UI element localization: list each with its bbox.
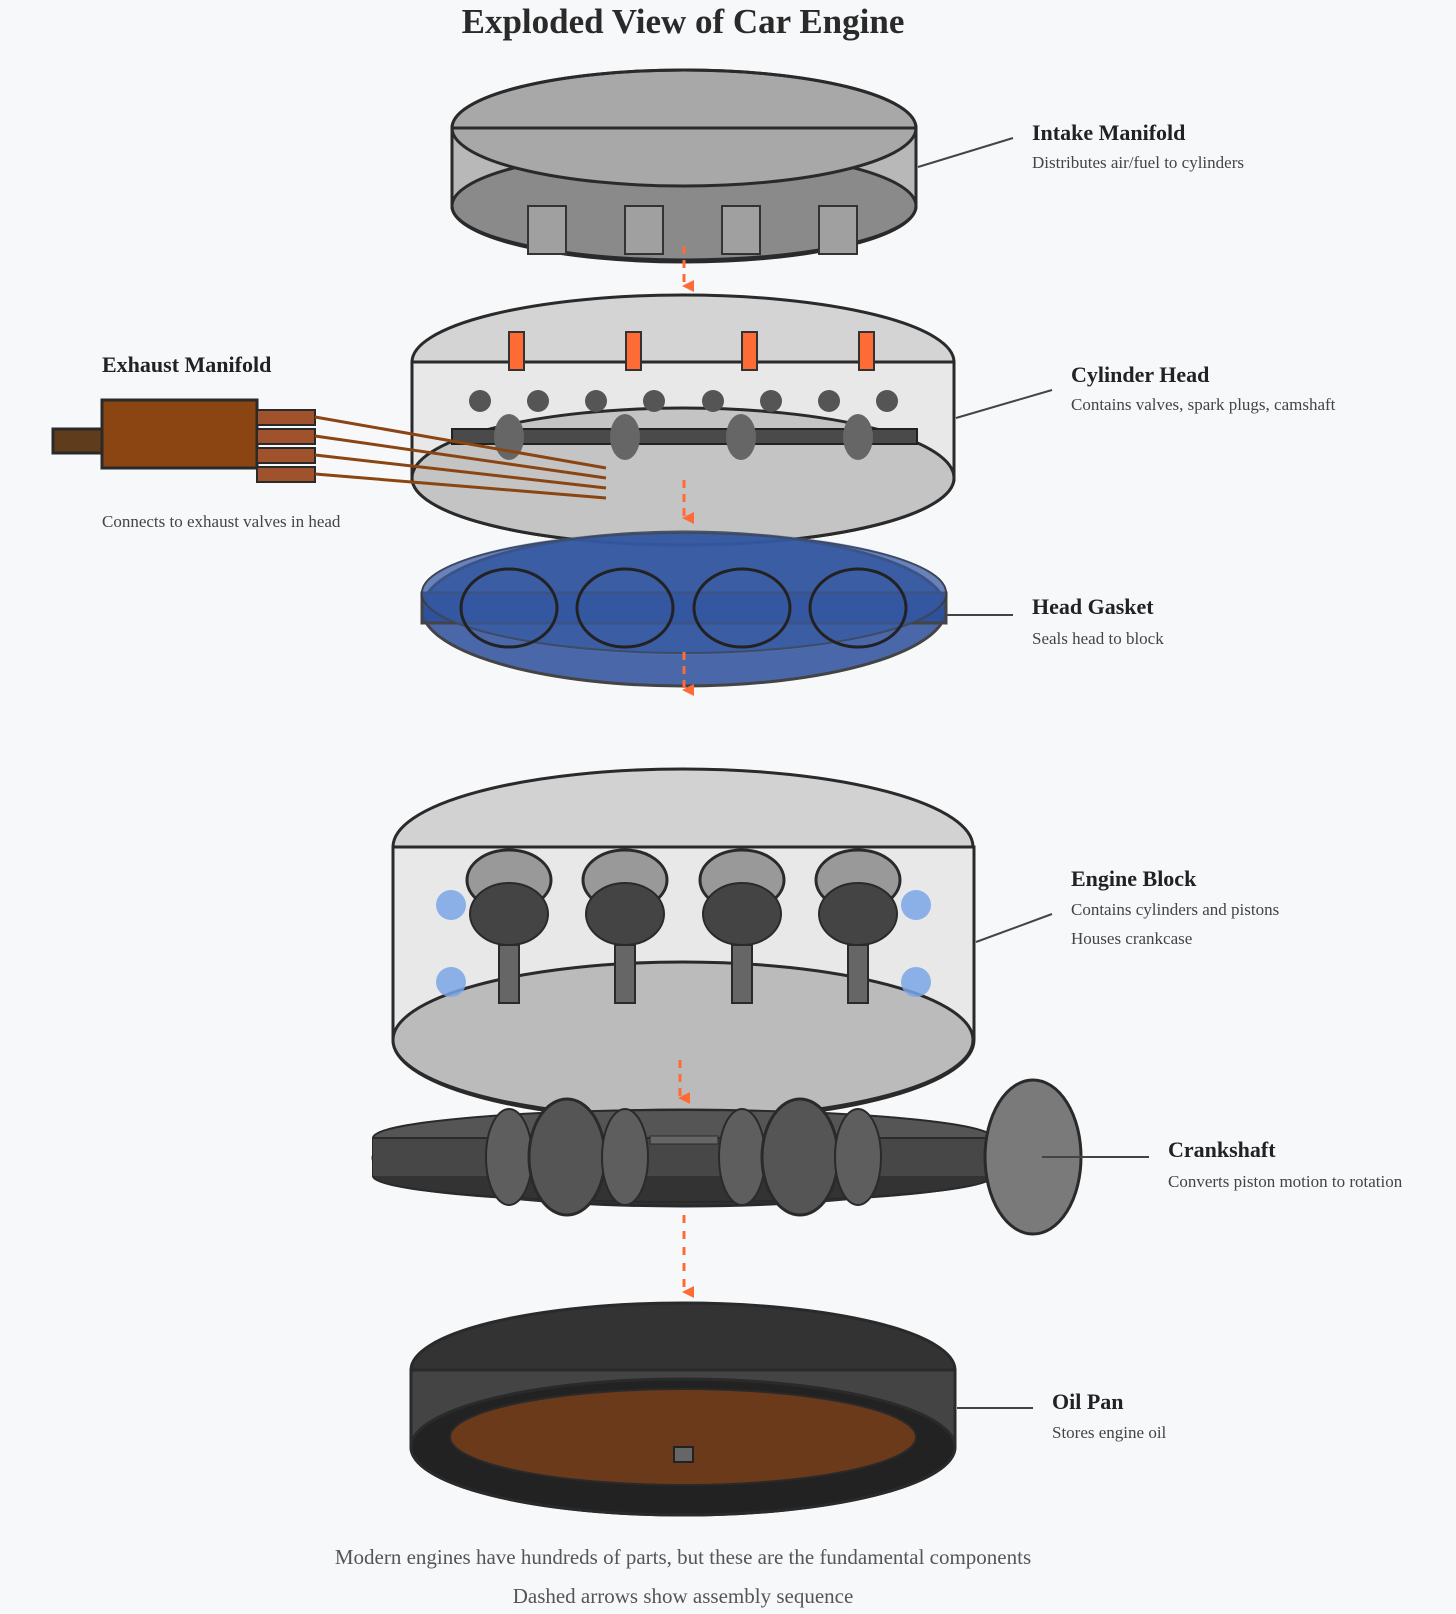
engine-block-label: Engine Block xyxy=(1071,866,1197,891)
exhaust-manifold-desc: Connects to exhaust valves in head xyxy=(102,512,341,531)
cylinder-head-desc: Contains valves, spark plugs, camshaft xyxy=(1071,395,1336,414)
footer-note: Modern engines have hundreds of parts, b… xyxy=(335,1545,1031,1569)
footer-legend-note: Dashed arrows show assembly sequence xyxy=(513,1584,854,1608)
diagram-title: Exploded View of Car Engine xyxy=(462,2,905,41)
piston xyxy=(698,848,786,1004)
intake-manifold xyxy=(450,68,918,264)
piston xyxy=(465,848,553,1004)
intake-manifold-desc: Distributes air/fuel to cylinders xyxy=(1032,153,1244,172)
engine-block xyxy=(391,767,976,1122)
intake-manifold-leader xyxy=(917,137,1014,168)
cylinder-head-label: Cylinder Head xyxy=(1071,362,1209,387)
crankshaft xyxy=(371,1078,1083,1236)
engine-block-desc: Contains cylinders and pistons xyxy=(1071,900,1279,919)
oil-pan-label: Oil Pan xyxy=(1052,1389,1124,1414)
intake-manifold-label: Intake Manifold xyxy=(1032,120,1185,145)
head-gasket xyxy=(420,530,948,688)
cylinder-head-leader xyxy=(955,389,1053,419)
oil-pan xyxy=(409,1301,957,1517)
piston xyxy=(814,848,902,1004)
exhaust-manifold xyxy=(51,398,607,500)
cylinder-head xyxy=(410,293,956,547)
engine-block-desc-2: Houses crankcase xyxy=(1071,929,1192,948)
oil-pan-desc: Stores engine oil xyxy=(1052,1423,1167,1442)
head-gasket-desc: Seals head to block xyxy=(1032,629,1164,648)
engine-block-leader xyxy=(975,913,1053,943)
crankshaft-label: Crankshaft xyxy=(1168,1137,1276,1162)
piston xyxy=(581,848,669,1004)
crankshaft-desc: Converts piston motion to rotation xyxy=(1168,1172,1403,1191)
head-gasket-label: Head Gasket xyxy=(1032,594,1154,619)
exhaust-manifold-label: Exhaust Manifold xyxy=(102,352,271,377)
